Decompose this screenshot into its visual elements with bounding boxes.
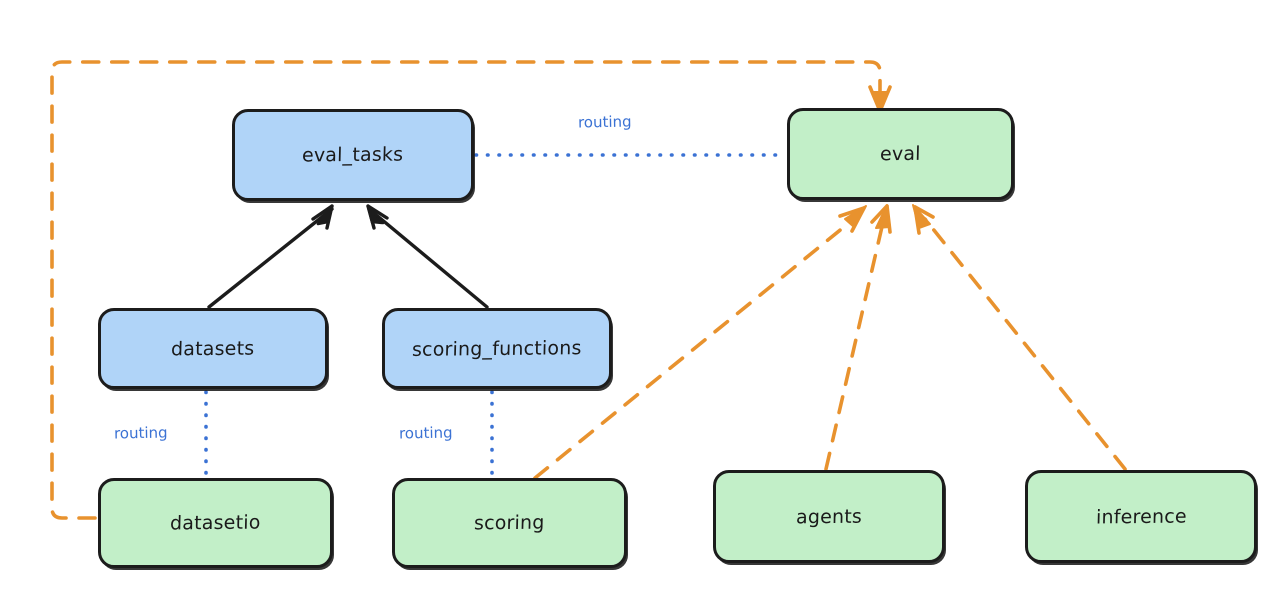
node-inference-label: inference <box>1095 505 1187 528</box>
node-datasetio[interactable]: datasetio <box>98 478 333 568</box>
edge-agents-to-eval <box>824 204 892 471</box>
node-scoring-functions-label: scoring_functions <box>411 336 583 361</box>
node-inference[interactable]: inference <box>1025 470 1257 563</box>
edge-label-routing-scoring: routing <box>398 423 453 443</box>
edge-inference-to-eval <box>912 204 1127 471</box>
node-eval[interactable]: eval <box>787 108 1014 200</box>
node-datasets-label: datasets <box>171 337 255 360</box>
node-agents-label: agents <box>795 505 863 528</box>
node-datasetio-label: datasetio <box>169 511 262 535</box>
node-datasets[interactable]: datasets <box>98 308 328 389</box>
node-eval-tasks[interactable]: eval_tasks <box>232 109 474 201</box>
edge-label-routing-eval: routing <box>577 112 632 132</box>
edge-scoring-functions-to-eval-tasks <box>366 204 489 309</box>
node-scoring-label: scoring <box>473 511 546 535</box>
edge-label-routing-datasets: routing <box>113 423 168 443</box>
node-eval-tasks-label: eval_tasks <box>302 143 404 167</box>
node-agents[interactable]: agents <box>713 470 945 563</box>
edge-datasets-to-eval-tasks <box>207 204 334 309</box>
edge-scoring-to-eval <box>533 205 867 480</box>
edge-datasetio-to-eval <box>50 60 892 520</box>
node-eval-label: eval <box>879 142 922 166</box>
node-scoring[interactable]: scoring <box>392 478 627 568</box>
node-scoring-functions[interactable]: scoring_functions <box>382 308 612 389</box>
